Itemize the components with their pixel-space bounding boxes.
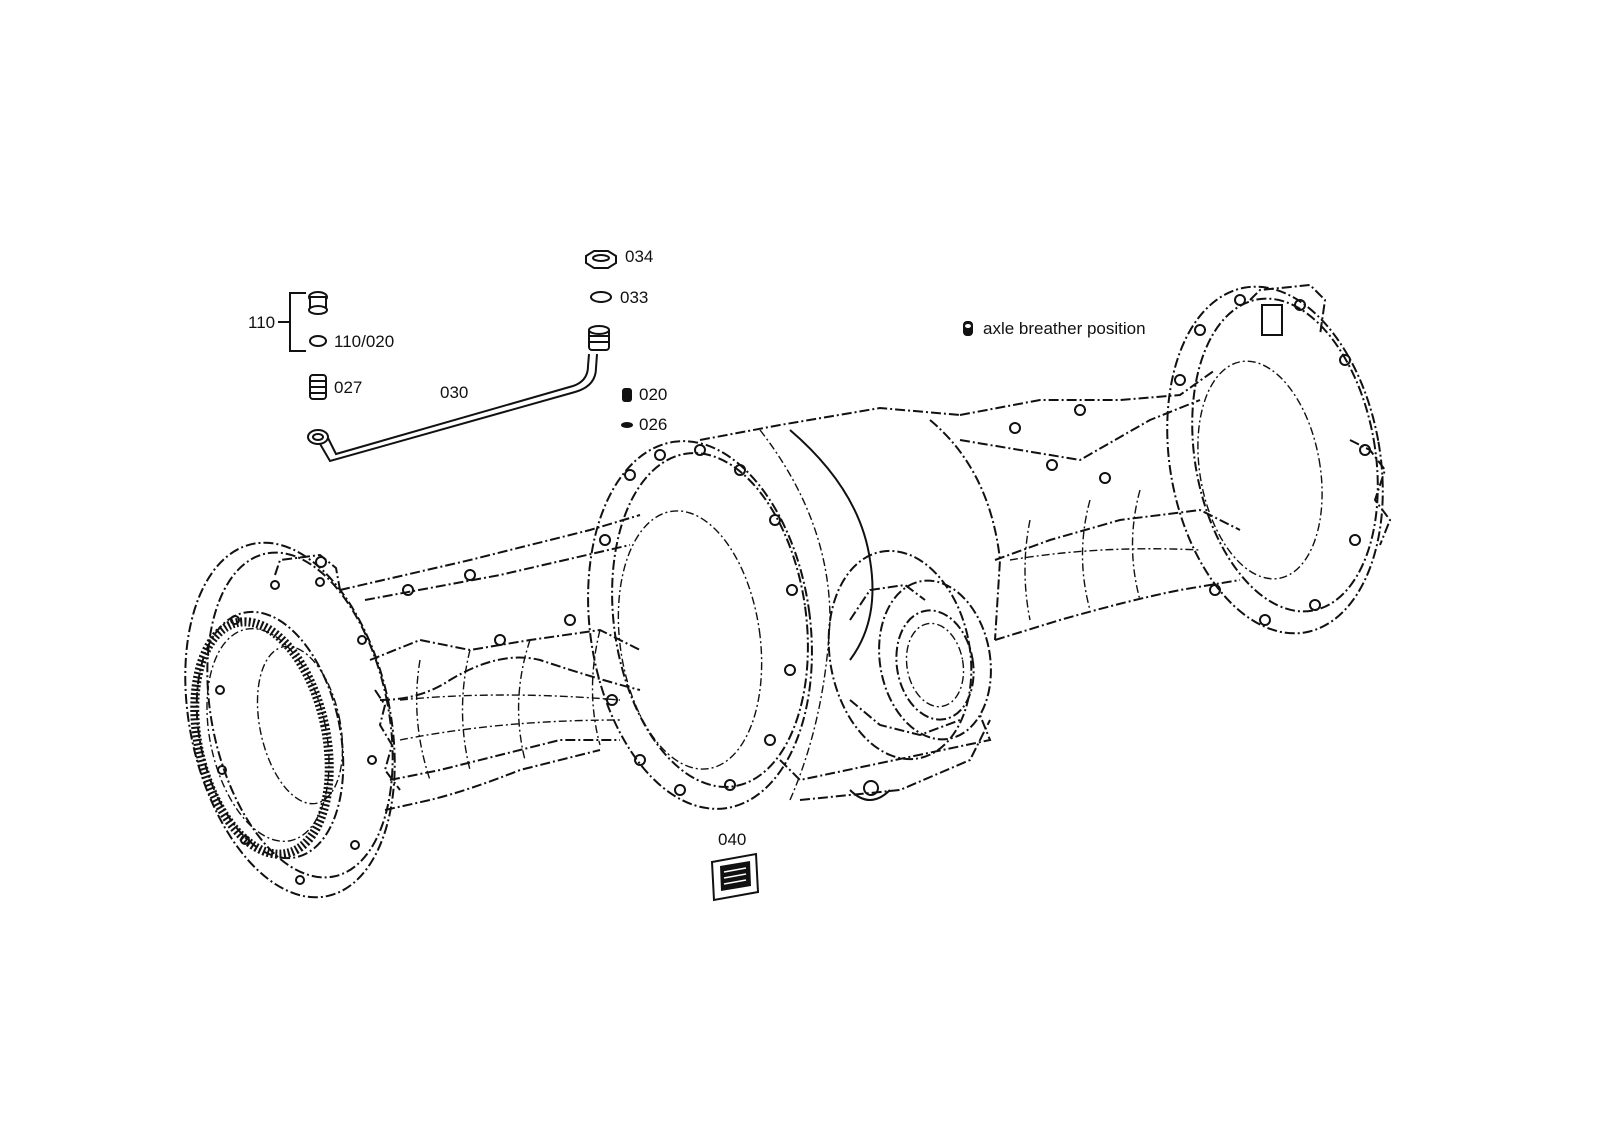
label-040: 040 xyxy=(718,830,746,849)
label-030: 030 xyxy=(440,383,468,402)
part-026-seal-icon xyxy=(621,422,633,428)
part-027-fitting-icon xyxy=(309,374,327,400)
left-axle-arm xyxy=(339,514,641,811)
group-110-bracket xyxy=(278,292,306,352)
left-hub-flange xyxy=(184,541,396,899)
center-differential-drum xyxy=(699,406,1002,801)
axle-housing-drawing xyxy=(184,283,1392,899)
part-040-nameplate-icon xyxy=(710,852,760,902)
part-034-nut-icon xyxy=(585,250,617,269)
part-030-breather-pipe xyxy=(307,325,610,463)
label-034: 034 xyxy=(625,247,653,266)
breather-position-icon xyxy=(963,321,973,336)
part-020-plug-icon xyxy=(622,388,632,402)
right-axle-arm xyxy=(959,369,1241,641)
label-020: 020 xyxy=(639,385,667,404)
label-026: 026 xyxy=(639,415,667,434)
label-027: 027 xyxy=(334,378,362,397)
label-033: 033 xyxy=(620,288,648,307)
center-carrier-left-flange xyxy=(587,440,813,810)
part-033-washer-icon xyxy=(590,291,612,303)
part-110-plug-icon xyxy=(308,291,328,315)
label-110-020: 110/020 xyxy=(334,332,394,351)
pinion-input-housing xyxy=(779,549,992,801)
breather-position-note: axle breather position xyxy=(983,319,1146,338)
label-110: 110 xyxy=(248,313,275,332)
part-110-020-seal-ring-icon xyxy=(309,335,327,347)
right-hub-flange xyxy=(1166,283,1392,635)
